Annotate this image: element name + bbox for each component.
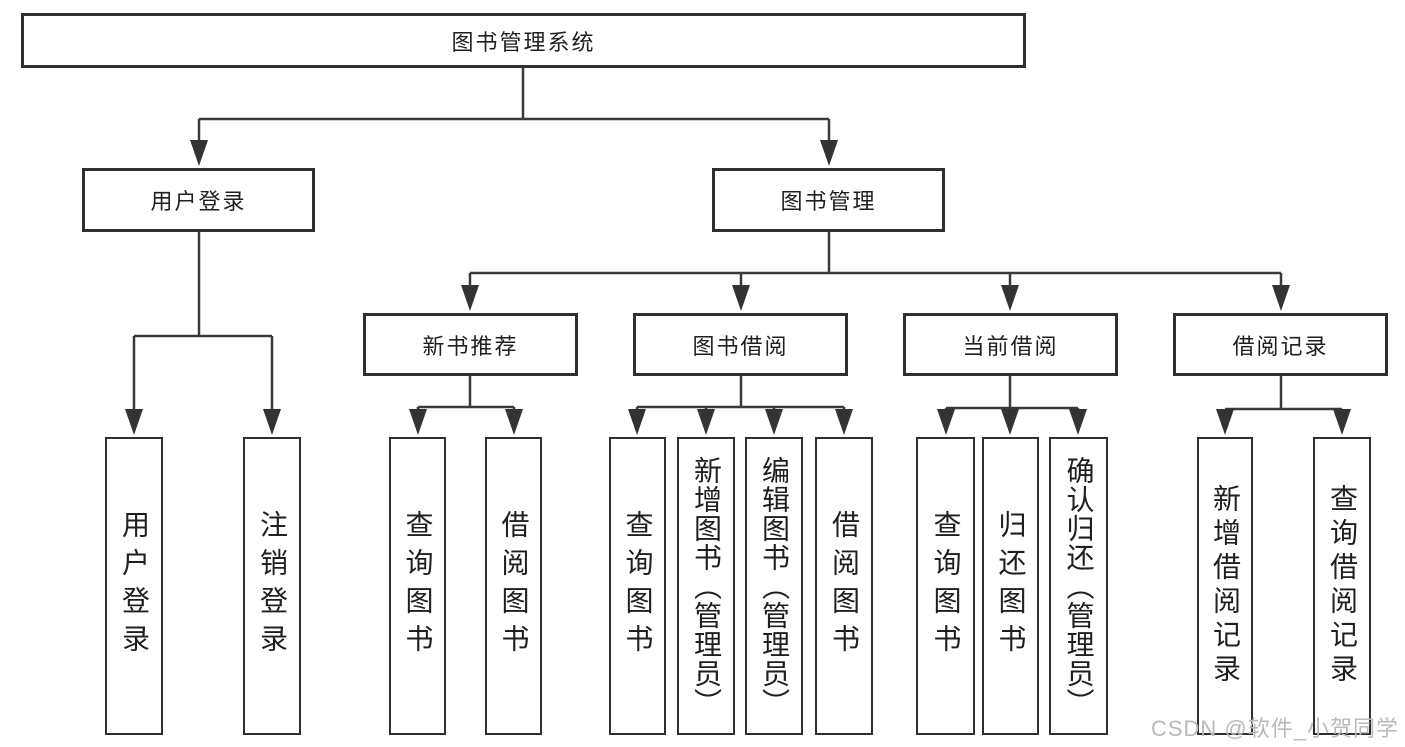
node-borrowing-records: 借阅记录	[1173, 313, 1388, 376]
node-label: 查询图书	[402, 510, 434, 662]
node-label: 借阅图书	[498, 510, 530, 662]
leaf-query-borrow-record: 查询借阅记录	[1313, 437, 1371, 735]
node-label: 图书借阅	[692, 333, 789, 359]
node-current-borrowing: 当前借阅	[903, 313, 1118, 376]
leaf-add-books-admin: 新增图书（管理员）	[677, 437, 735, 735]
node-new-book-recommendation: 新书推荐	[363, 313, 578, 376]
node-book-management: 图书管理	[712, 168, 945, 232]
leaf-add-borrow-record: 新增借阅记录	[1197, 437, 1253, 735]
node-label: 查询图书	[930, 510, 962, 662]
node-label: 查询图书	[622, 510, 654, 662]
node-label: 图书管理系统	[451, 29, 596, 55]
node-root-library-management-system: 图书管理系统	[21, 13, 1026, 68]
leaf-user-login: 用户登录	[105, 437, 163, 735]
node-label: 新书推荐	[422, 333, 519, 359]
node-label: 用户登录	[150, 189, 247, 214]
node-label: 新增图书（管理员）	[691, 455, 722, 717]
node-user-login: 用户登录	[82, 168, 315, 232]
node-book-borrowing: 图书借阅	[633, 313, 848, 376]
csdn-watermark: CSDN @软件_小贺同学	[1150, 716, 1399, 741]
leaf-edit-books-admin: 编辑图书（管理员）	[745, 437, 803, 735]
node-label: 用户登录	[119, 510, 150, 662]
node-label: 当前借阅	[962, 333, 1059, 359]
leaf-query-books-recommend: 查询图书	[389, 437, 446, 735]
node-label: 编辑图书（管理员）	[759, 455, 790, 717]
leaf-borrow-books: 借阅图书	[815, 437, 873, 735]
node-label: 归还图书	[995, 510, 1027, 662]
leaf-return-books: 归还图书	[982, 437, 1039, 735]
node-label: 注销登录	[257, 510, 288, 662]
node-label: 查询借阅记录	[1327, 484, 1358, 688]
leaf-logout: 注销登录	[243, 437, 301, 735]
node-label: 确认归还（管理员）	[1063, 455, 1095, 717]
leaf-confirm-return-admin: 确认归还（管理员）	[1049, 437, 1108, 735]
node-label: 借阅记录	[1232, 333, 1329, 359]
leaf-query-books-borrow: 查询图书	[609, 437, 666, 735]
node-label: 借阅图书	[829, 510, 860, 662]
node-label: 新增借阅记录	[1210, 484, 1241, 688]
leaf-query-books-current: 查询图书	[916, 437, 975, 735]
node-label: 图书管理	[780, 189, 877, 214]
leaf-borrow-books-recommend: 借阅图书	[485, 437, 542, 735]
arrowhead-icons	[125, 140, 1351, 435]
